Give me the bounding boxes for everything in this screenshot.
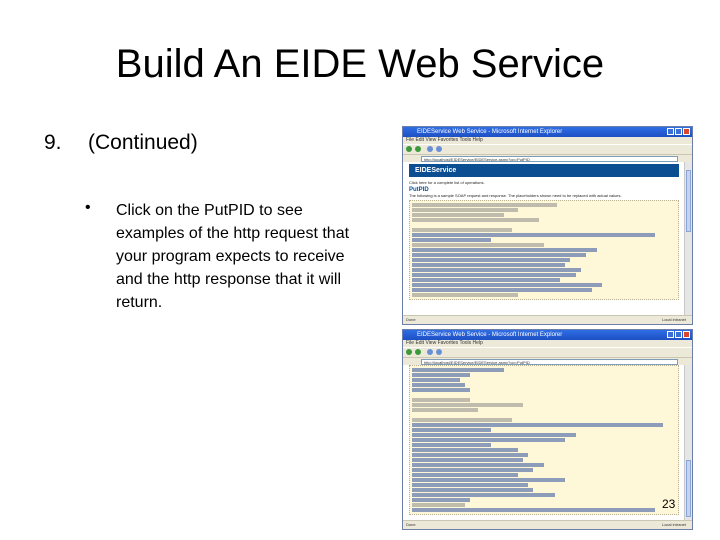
address-bar: http://localhost/EIDEService/EIDEService… [403,154,692,163]
bullet-marker: • [85,199,91,216]
minimize-icon[interactable] [667,331,674,338]
home-icon[interactable] [436,349,442,355]
window-title: EIDEService Web Service - Microsoft Inte… [417,332,563,338]
step-heading: 9. (Continued) [44,131,198,155]
page-number: 23 [662,497,676,511]
window-title: EIDEService Web Service - Microsoft Inte… [417,129,563,135]
scrollbar-thumb[interactable] [686,170,691,232]
status-bar: Done Local intranet [403,315,692,324]
status-text: Done [406,522,416,527]
sample-description: The following is a sample SOAP request a… [409,193,622,198]
browser-window-bottom: EIDEService Web Service - Microsoft Inte… [402,329,693,530]
slide-title: Build An EIDE Web Service [115,42,605,86]
address-bar: http://localhost/EIDEService/EIDEService… [403,357,692,366]
maximize-icon[interactable] [675,128,682,135]
minimize-icon[interactable] [667,128,674,135]
zone-text: Local intranet [661,522,686,527]
forward-icon[interactable] [415,349,421,355]
page-content [403,365,685,521]
home-icon[interactable] [436,146,442,152]
toolbar [403,347,692,357]
back-icon[interactable] [406,146,412,152]
bullet-text: Click on the PutPID to see examples of t… [116,202,350,311]
scrollbar-thumb[interactable] [686,460,691,517]
step-label: (Continued) [88,131,198,154]
zone-text: Local intranet [661,317,686,322]
operation-heading: PutPID [409,187,429,193]
address-input[interactable]: http://localhost/EIDEService/EIDEService… [421,359,678,365]
title-bar: EIDEService Web Service - Microsoft Inte… [403,127,692,137]
status-text: Done [406,317,416,322]
forward-icon[interactable] [415,146,421,152]
scrollbar[interactable] [684,365,692,521]
back-icon[interactable] [406,349,412,355]
browser-window-top: EIDEService Web Service - Microsoft Inte… [402,126,693,325]
maximize-icon[interactable] [675,331,682,338]
address-input[interactable]: http://localhost/EIDEService/EIDEService… [421,156,678,162]
refresh-icon[interactable] [427,146,433,152]
menu-bar[interactable]: File Edit View Favorites Tools Help [403,137,692,144]
scrollbar[interactable] [684,162,692,316]
step-number: 9. [44,131,62,154]
toolbar [403,144,692,154]
status-bar: Done Local intranet [403,520,692,529]
menu-bar[interactable]: File Edit View Favorites Tools Help [403,340,692,347]
close-icon[interactable] [683,128,690,135]
window-controls[interactable] [666,128,690,139]
soap-response-sample [409,365,679,515]
refresh-icon[interactable] [427,349,433,355]
title-bar: EIDEService Web Service - Microsoft Inte… [403,330,692,340]
window-controls[interactable] [666,331,690,342]
operations-link[interactable]: Click here for a complete list of operat… [409,180,485,185]
soap-request-sample [409,200,679,300]
page-content: EIDEService Click here for a complete li… [403,162,685,316]
close-icon[interactable] [683,331,690,338]
service-banner: EIDEService [409,164,679,177]
